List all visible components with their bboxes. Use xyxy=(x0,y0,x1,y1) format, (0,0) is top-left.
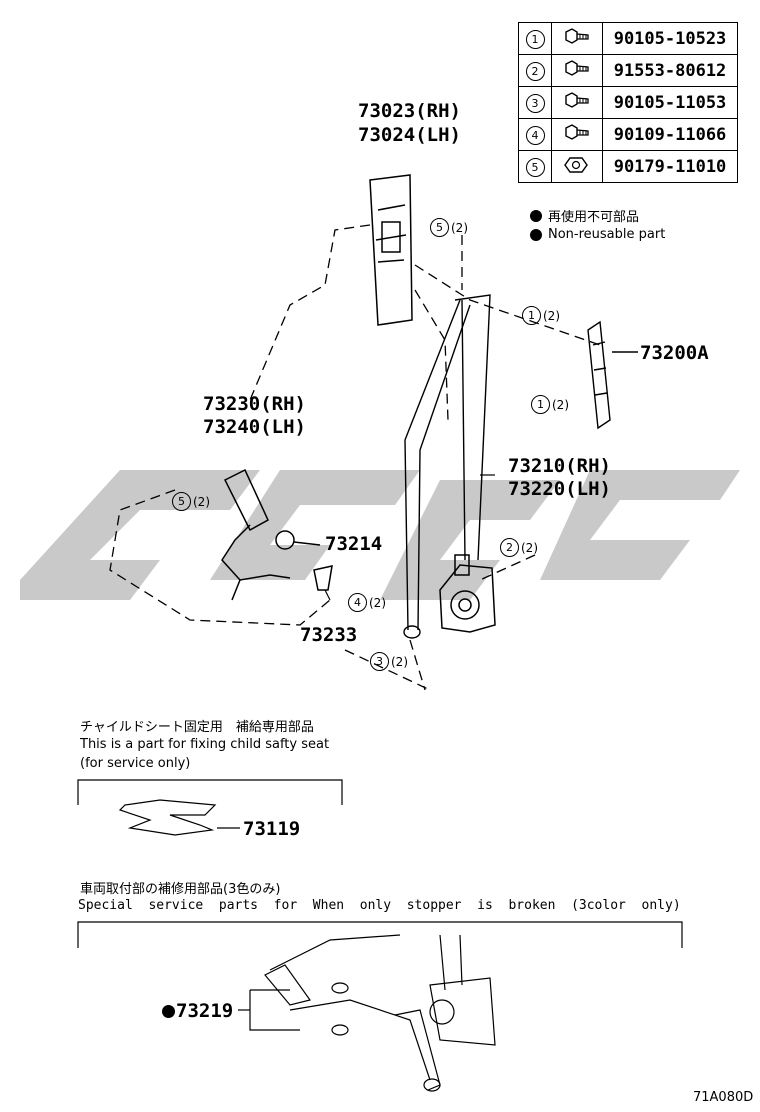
fastener-index: 2 xyxy=(525,62,545,81)
bolt-icon xyxy=(565,123,589,140)
legend-en-text: Non-reusable part xyxy=(548,227,666,242)
callout-number: 4 xyxy=(348,593,367,612)
non-reusable-dot-icon xyxy=(162,1005,175,1018)
callout-number: 2 xyxy=(500,538,519,557)
part-label-73214: 73214 xyxy=(325,533,383,555)
belt-webbing xyxy=(403,294,491,639)
callout-2: 2(2) xyxy=(500,538,538,557)
part-label-73200a: 73200A xyxy=(640,342,709,364)
part-label-73230: 73230(RH) xyxy=(203,393,306,415)
anchor-adjuster xyxy=(587,320,638,430)
special-service-box xyxy=(77,921,683,1092)
fastener-icon-cell xyxy=(551,22,603,55)
callout-qty: (2) xyxy=(543,308,560,323)
fastener-row: 4 90109-11066 xyxy=(518,118,738,151)
callout-qty: (2) xyxy=(552,397,569,412)
bolt-icon xyxy=(565,27,589,44)
fastener-row: 1 90105-10523 xyxy=(518,22,738,55)
fastener-index: 3 xyxy=(525,94,545,113)
callout-qty: (2) xyxy=(451,220,468,235)
leader-lines xyxy=(217,474,495,1031)
callout-5-upper: 5(2) xyxy=(430,218,468,237)
part-label-73210: 73210(RH) xyxy=(508,455,611,477)
callout-3: 3(2) xyxy=(370,652,408,671)
non-reusable-dot-icon xyxy=(530,209,542,222)
callout-number: 1 xyxy=(522,306,541,325)
callout-1-lower: 1(2) xyxy=(531,395,569,414)
legend-jp: 再使用不可部品 xyxy=(530,206,639,225)
watermark-logo xyxy=(20,470,740,600)
fastener-row: 3 90105-11053 xyxy=(518,86,738,119)
fastener-row: 5 90179-11010 xyxy=(518,150,738,183)
fastener-icon-cell xyxy=(551,54,603,87)
callout-number: 3 xyxy=(370,652,389,671)
fastener-table: 1 90105-10523 2 91553-80612 3 90105-11053 4 901… xyxy=(518,22,738,183)
part-label-73023: 73023(RH) xyxy=(358,100,461,122)
child-seat-note-jp: チャイルドシート固定用 補給専用部品 xyxy=(80,720,314,735)
fastener-index-cell: 3 xyxy=(518,86,552,119)
part-label-73240: 73240(LH) xyxy=(203,416,306,438)
special-service-note-jp: 車両取付部の補修用部品(3色のみ) xyxy=(80,882,281,897)
buckle-assembly xyxy=(221,468,333,601)
part-label-73233: 73233 xyxy=(300,624,358,646)
callout-number: 1 xyxy=(531,395,550,414)
fastener-row: 2 91553-80612 xyxy=(518,54,738,87)
child-seat-bracket-box xyxy=(77,779,343,836)
retractor xyxy=(439,554,496,633)
fastener-part-number: 90179-11010 xyxy=(602,150,738,183)
part-number-73219: 73219 xyxy=(176,1000,234,1022)
bolt-icon xyxy=(565,59,589,76)
nut-icon xyxy=(564,156,588,173)
fastener-part-number: 90105-11053 xyxy=(602,86,738,119)
fastener-index: 1 xyxy=(525,30,545,49)
callout-number: 5 xyxy=(430,218,449,237)
legend-en: Non-reusable part xyxy=(530,227,665,242)
child-seat-note-service: (for service only) xyxy=(80,756,191,771)
bolt-icon xyxy=(565,91,589,108)
fastener-index-cell: 1 xyxy=(518,22,552,55)
callout-5-lower: 5(2) xyxy=(172,492,210,511)
fastener-index-cell: 4 xyxy=(518,118,552,151)
special-service-note-en: Special service parts for When only stop… xyxy=(78,898,681,913)
fastener-part-number: 91553-80612 xyxy=(602,54,738,87)
fastener-index-cell: 2 xyxy=(518,54,552,87)
callout-1-upper: 1(2) xyxy=(522,306,560,325)
callout-qty: (2) xyxy=(193,494,210,509)
fastener-index: 5 xyxy=(525,158,545,177)
part-label-73220: 73220(LH) xyxy=(508,478,611,500)
child-seat-note-en: This is a part for fixing child safty se… xyxy=(80,737,330,752)
fastener-icon-cell xyxy=(551,150,603,183)
callout-qty: (2) xyxy=(369,595,386,610)
non-reusable-dot-icon xyxy=(530,228,542,241)
fastener-part-number: 90105-10523 xyxy=(602,22,738,55)
callout-number: 5 xyxy=(172,492,191,511)
callout-qty: (2) xyxy=(391,654,408,669)
callout-qty: (2) xyxy=(521,540,538,555)
fastener-index: 4 xyxy=(525,126,545,145)
seat-outline xyxy=(109,224,601,691)
fastener-icon-cell xyxy=(551,86,603,119)
callout-4: 4(2) xyxy=(348,593,386,612)
fastener-part-number: 90109-11066 xyxy=(602,118,738,151)
figure-code: 71A080D xyxy=(693,1090,754,1105)
part-label-73024: 73024(LH) xyxy=(358,124,461,146)
fastener-icon-cell xyxy=(551,118,603,151)
part-label-73219: 73219 xyxy=(162,1000,233,1022)
fastener-index-cell: 5 xyxy=(518,150,552,183)
legend-jp-text: 再使用不可部品 xyxy=(548,210,640,225)
part-label-73119: 73119 xyxy=(243,818,301,840)
pillar-garnish xyxy=(369,174,413,326)
